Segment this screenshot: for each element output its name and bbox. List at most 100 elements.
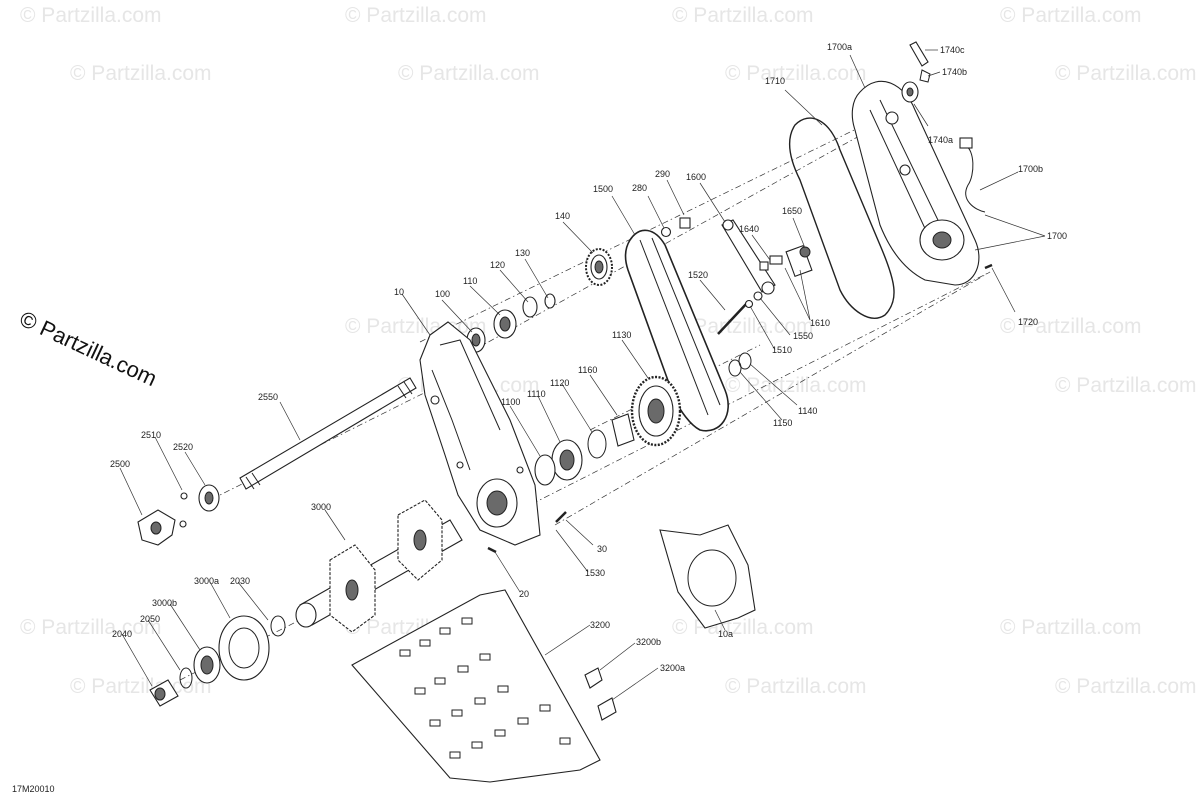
washer [660,226,672,238]
watermark: © Partzilla.com [1055,374,1197,397]
label-1160: 1160 [578,365,597,375]
label-3200a: 3200a [660,663,685,673]
label-3200b: 3200b [636,637,661,647]
drive-chain [624,229,729,432]
track-clip [584,667,603,689]
label-1110: 1110 [527,389,546,399]
brand-watermark: © Partzilla.com [16,306,161,391]
label-1550: 1550 [793,331,813,341]
watermark-layer: © Partzilla.com © Partzilla.com © Partzi… [20,4,1197,698]
label-1610: 1610 [810,318,830,328]
label-1740b: 1740b [942,67,967,77]
end-bearing-housing [137,484,220,546]
label-1510: 1510 [772,345,792,355]
drive-shaft [239,377,417,490]
drawing-code: 17M20010 [12,784,55,794]
label-2040: 2040 [112,629,132,639]
label-2550: 2550 [258,392,278,402]
label-2050: 2050 [140,614,160,624]
lower-bearings [534,352,752,486]
nut [679,217,691,229]
label-1500: 1500 [593,184,613,194]
label-2520: 2520 [173,442,193,452]
label-1600: 1600 [686,172,706,182]
watermark: © Partzilla.com [725,374,867,397]
label-290: 290 [655,169,670,179]
upper-sprocket [585,248,613,286]
upper-bearings [466,293,556,353]
label-1150: 1150 [773,418,792,428]
label-1120: 1120 [550,378,569,388]
label-110: 110 [463,276,477,286]
label-1740c: 1740c [940,45,965,55]
watermark: © Partzilla.com [1000,616,1142,639]
vent-assembly [901,41,931,103]
label-3000b: 3000b [152,598,177,608]
label-3000: 3000 [311,502,331,512]
label-1710: 1710 [765,76,785,86]
chaincase-housing [419,321,541,546]
washer [744,299,754,309]
label-1530: 1530 [585,568,605,578]
label-3000a: 3000a [194,576,219,586]
watermark: © Partzilla.com [672,616,814,639]
label-120: 120 [490,260,505,270]
label-1140: 1140 [798,406,817,416]
watermark: © Partzilla.com [70,62,212,85]
label-2500: 2500 [110,459,130,469]
watermark: © Partzilla.com [20,4,162,27]
label-2030: 2030 [230,576,250,586]
leader-lines [119,49,1046,701]
watermark: © Partzilla.com [725,675,867,698]
label-140: 140 [555,211,570,221]
label-1700b: 1700b [1018,164,1043,174]
label-1740a: 1740a [928,135,953,145]
watermark: © Partzilla.com [20,616,162,639]
watermark: © Partzilla.com [672,4,814,27]
watermark: © Partzilla.com [70,675,212,698]
label-280: 280 [632,183,647,193]
track-clips-sheet [351,589,601,783]
label-1650: 1650 [782,206,802,216]
watermark: © Partzilla.com [725,62,867,85]
sensor-wire [964,144,986,213]
lower-sprocket [630,375,682,447]
track-clip [597,697,617,721]
assembly-axes [179,114,991,681]
label-130: 130 [515,248,530,258]
dowel [487,546,497,554]
bolt [984,263,993,270]
watermark: © Partzilla.com [345,315,487,338]
chaincase-cover [851,80,980,286]
label-20: 20 [519,589,529,599]
label-3200: 3200 [590,620,610,630]
label-1130: 1130 [612,330,631,340]
watermark: © Partzilla.com [345,4,487,27]
axle-end-parts [149,615,286,707]
tensioner-body [759,245,813,277]
watermark: © Partzilla.com [1000,4,1142,27]
label-10a: 10a [718,629,733,639]
label-30: 30 [597,544,607,554]
sensor [959,137,973,149]
gasket [788,117,895,319]
label-2510: 2510 [141,430,161,440]
label-1700a: 1700a [827,42,852,52]
bulkhead-gasket [659,524,756,629]
watermark: © Partzilla.com [1000,315,1142,338]
part-labels: 1700a 1740c 1740b 1740a 1700b 1700 1720 … [110,42,1067,673]
watermark: © Partzilla.com [398,62,540,85]
watermark: © Partzilla.com [1055,675,1197,698]
label-1100: 1100 [501,397,520,407]
watermark: © Partzilla.com [1055,62,1197,85]
label-100: 100 [435,289,450,299]
label-1640: 1640 [739,224,759,234]
label-1520: 1520 [688,270,708,280]
tensioner-arm [721,219,776,295]
dowel [555,511,567,523]
label-10: 10 [394,287,404,297]
bolt [717,301,749,335]
track-drive-axle [295,499,463,633]
label-1720: 1720 [1018,317,1038,327]
